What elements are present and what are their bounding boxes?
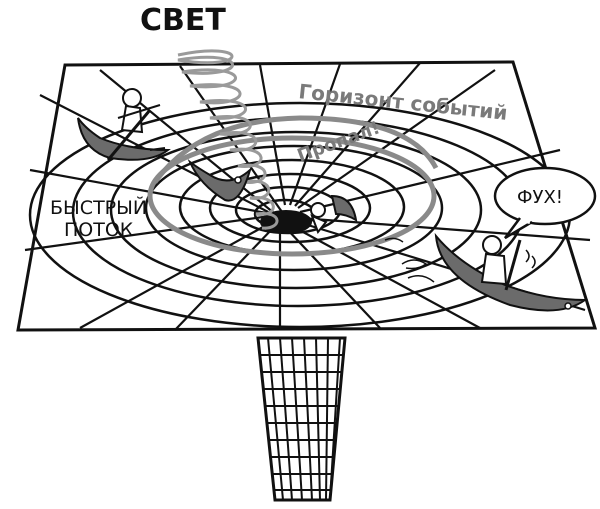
light-label: СВЕТ bbox=[140, 3, 226, 38]
wormhole-tube bbox=[258, 338, 345, 500]
fast-flow-label-line1: БЫСТРЫЙ bbox=[50, 196, 147, 219]
phew-label: ФУХ! bbox=[517, 187, 563, 208]
fast-flow-label-line2: ПОТОК bbox=[64, 219, 134, 241]
